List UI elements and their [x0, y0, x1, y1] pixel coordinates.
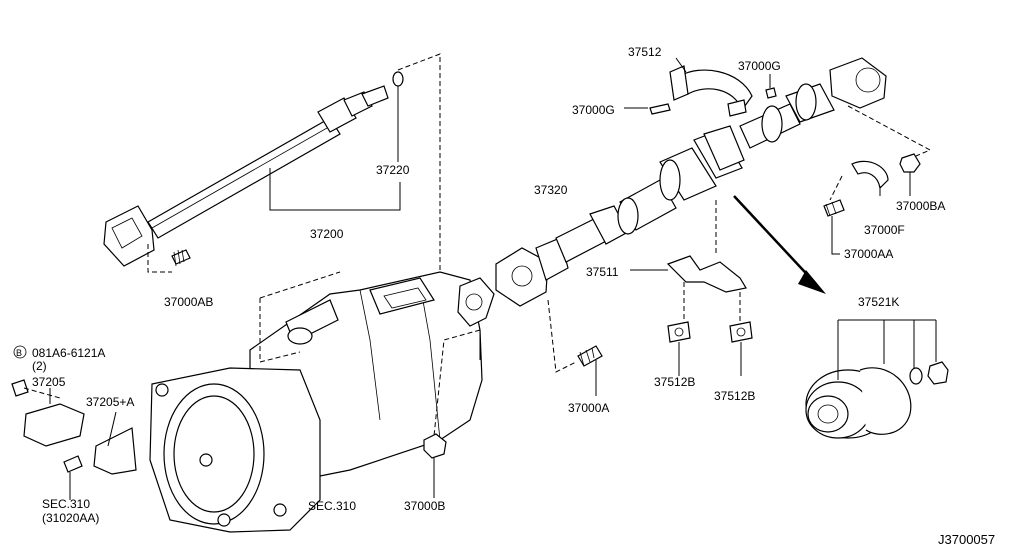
- label-37000A: 37000A: [568, 401, 609, 415]
- nut-37000BA: [899, 153, 921, 173]
- label-081A6-qty: (2): [32, 359, 47, 373]
- front-propeller-shaft: [103, 71, 404, 267]
- diagram-id: J3700057: [938, 532, 995, 547]
- label-081A6-circle: B: [16, 348, 22, 358]
- label-37512B-2: 37512B: [714, 389, 755, 403]
- label-sec310-mid: SEC.310: [308, 499, 356, 513]
- label-37320: 37320: [534, 183, 568, 197]
- label-37000AA: 37000AA: [844, 247, 893, 261]
- clip-37000F: [851, 160, 889, 190]
- label-37000F: 37000F: [864, 223, 905, 237]
- coupling-kit-37521K: [805, 361, 949, 439]
- bolt-type-circle: [13, 345, 27, 359]
- label-37000BA: 37000BA: [896, 199, 945, 213]
- label-37000G-top: 37000G: [738, 59, 781, 73]
- label-37000G-left: 37000G: [572, 103, 615, 117]
- label-sec310-left: SEC.310: [42, 497, 90, 511]
- label-sec310-left-sub: (31020AA): [42, 511, 99, 525]
- label-37521K: 37521K: [858, 295, 899, 309]
- rear-propeller-shaft: [495, 57, 887, 307]
- label-081A6: 081A6-6121A: [32, 346, 105, 360]
- label-37000AB: 37000AB: [164, 295, 213, 309]
- label-37205: 37205: [32, 375, 66, 389]
- nut-37000B: [423, 433, 447, 459]
- bracket-37205: [23, 403, 137, 475]
- bolt-37000AB: [171, 249, 191, 267]
- label-37220: 37220: [376, 163, 410, 177]
- label-37512: 37512: [628, 45, 662, 59]
- label-37000B: 37000B: [404, 499, 445, 513]
- label-37205A: 37205+A: [86, 395, 134, 409]
- bolt-37000A: [577, 345, 603, 367]
- bolt-37000AA: [823, 199, 845, 217]
- transmission-housing: [149, 271, 495, 533]
- bracket-37511: [666, 255, 747, 293]
- label-37512B-1: 37512B: [654, 375, 695, 389]
- label-37511: 37511: [586, 265, 619, 279]
- label-37200: 37200: [310, 227, 344, 241]
- bracket-37512: [669, 65, 753, 117]
